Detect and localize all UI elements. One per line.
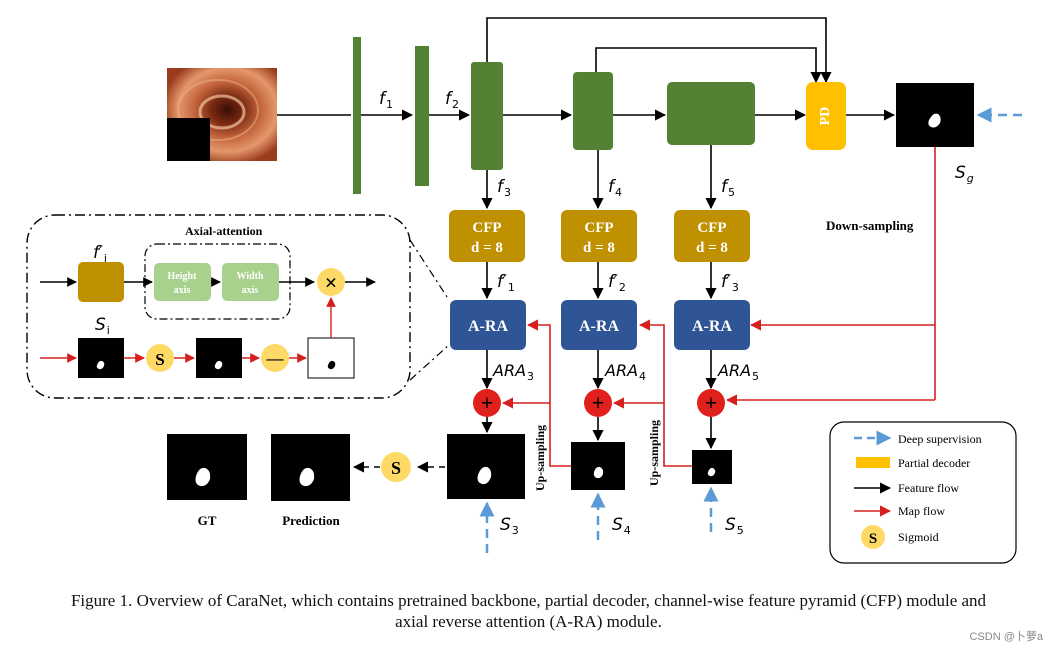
inset-sigmoid-node (146, 344, 174, 372)
legend-label: Partial decoder (898, 456, 970, 470)
partial-decoder-block (806, 82, 846, 150)
ara-block-2 (561, 300, 637, 350)
label-sg: Sg (955, 163, 974, 185)
side-output-s3 (447, 434, 525, 499)
map-flow-upsample (638, 319, 692, 467)
figure-caption: Figure 1. Overview of CaraNet, which con… (0, 590, 1057, 632)
label-ara4: ARA4 (604, 361, 646, 383)
watermark: CSDN @卜萝a (969, 631, 1043, 643)
height-axis-label: Height (168, 271, 198, 282)
prediction-map (271, 434, 350, 501)
add-node-3 (697, 389, 725, 417)
backbone-layer-5 (667, 82, 755, 145)
add-node-1 (473, 389, 501, 417)
plus-sign: + (481, 390, 494, 415)
backbone-layer-1 (353, 37, 361, 194)
label-f3: f3 (497, 177, 511, 199)
inset-connector (409, 344, 450, 381)
gt-label: GT (198, 513, 217, 528)
label-f4: f4 (608, 177, 622, 199)
skip-connection (486, 17, 832, 84)
plus-sign: + (705, 390, 718, 415)
sigmoid-label: S (391, 458, 401, 478)
label-f2: f2 (445, 89, 459, 111)
down-sampling-label: Down-sampling (826, 218, 914, 233)
side-output-s4 (571, 442, 625, 490)
plus-sign: + (592, 390, 605, 415)
inset-sigmoid-label: S (155, 350, 164, 369)
cfp-title: CFP (584, 220, 613, 236)
sigmoid-node (381, 452, 411, 482)
cfp-title: CFP (697, 220, 726, 236)
legend-label: Map flow (898, 504, 945, 518)
ara-block-1 (450, 300, 526, 350)
cfp-param: d = 8 (696, 240, 728, 256)
reverse-map (307, 337, 355, 379)
label-si: Si (95, 315, 110, 337)
caranet-diagram: f1 f2 PD Sg Down-sampling f3 CFP d = 8 f… (26, 17, 1022, 564)
map-flow-upsample (526, 319, 571, 467)
pd-label: PD (818, 107, 833, 126)
caption-line-2: axial reverse attention (A-RA) module. (395, 612, 662, 631)
global-map-sg (896, 83, 974, 147)
axial-title: Axial-attention (185, 224, 263, 238)
backbone-layer-2 (415, 46, 429, 186)
minus-node (261, 344, 289, 372)
up-sampling-label: Up-sampling (647, 420, 661, 486)
legend-label: Deep supervision (898, 432, 982, 446)
ara-label: A-RA (468, 318, 508, 335)
legend-marker-pd (856, 457, 890, 468)
width-axis-label: Width (236, 271, 263, 282)
axial-attention-inset: Axial-attention f′i Height axis Width ax… (26, 214, 450, 399)
up-sampling-label: Up-sampling (533, 425, 547, 491)
width-axis-block (222, 263, 279, 301)
label-ara5: ARA5 (717, 361, 759, 383)
label-f5: f5 (721, 177, 735, 199)
label-s4: S4 (612, 515, 631, 537)
legend-label: Feature flow (898, 481, 959, 495)
legend: Deep supervision Partial decoder Feature… (829, 421, 1017, 564)
minus-sign: — (266, 349, 285, 368)
cfp-block-3 (674, 210, 750, 262)
label-fp3: f′3 (721, 272, 739, 294)
cfp-param: d = 8 (583, 240, 615, 256)
multiply-sign: × (325, 270, 338, 295)
height-axis-block (154, 263, 211, 301)
si-map (78, 338, 124, 378)
backbone-layer-3 (471, 62, 503, 170)
backbone-layer-4 (573, 72, 613, 150)
cfp-block-1 (449, 210, 525, 262)
skip-connection (595, 47, 822, 84)
fi-feature-block (78, 262, 124, 302)
ground-truth-map (167, 434, 247, 500)
ara-label: A-RA (579, 318, 619, 335)
inset-connector (409, 239, 450, 301)
input-image (167, 68, 277, 161)
legend-sigmoid-glyph: S (869, 531, 877, 547)
multiply-node (317, 268, 345, 296)
legend-label: Sigmoid (898, 530, 939, 544)
label-f1: f1 (379, 89, 393, 111)
add-node-2 (584, 389, 612, 417)
caption-line-1: Figure 1. Overview of CaraNet, which con… (70, 591, 987, 610)
label-ara3: ARA3 (492, 361, 534, 383)
cfp-block-2 (561, 210, 637, 262)
sigmoid-map (196, 338, 242, 378)
legend-marker-sigmoid (861, 525, 885, 549)
prediction-label: Prediction (282, 513, 340, 528)
label-s5: S5 (725, 515, 744, 537)
height-axis-label: axis (174, 285, 191, 296)
label-s3: S3 (500, 515, 519, 537)
ara-label: A-RA (692, 318, 732, 335)
label-fp1: f′1 (497, 272, 515, 294)
width-axis-label: axis (242, 285, 259, 296)
ara-block-3 (674, 300, 750, 350)
cfp-param: d = 8 (471, 240, 503, 256)
cfp-title: CFP (472, 220, 501, 236)
side-output-s5 (692, 450, 732, 484)
label-fi: f′i (93, 243, 107, 265)
label-fp2: f′2 (608, 272, 626, 294)
